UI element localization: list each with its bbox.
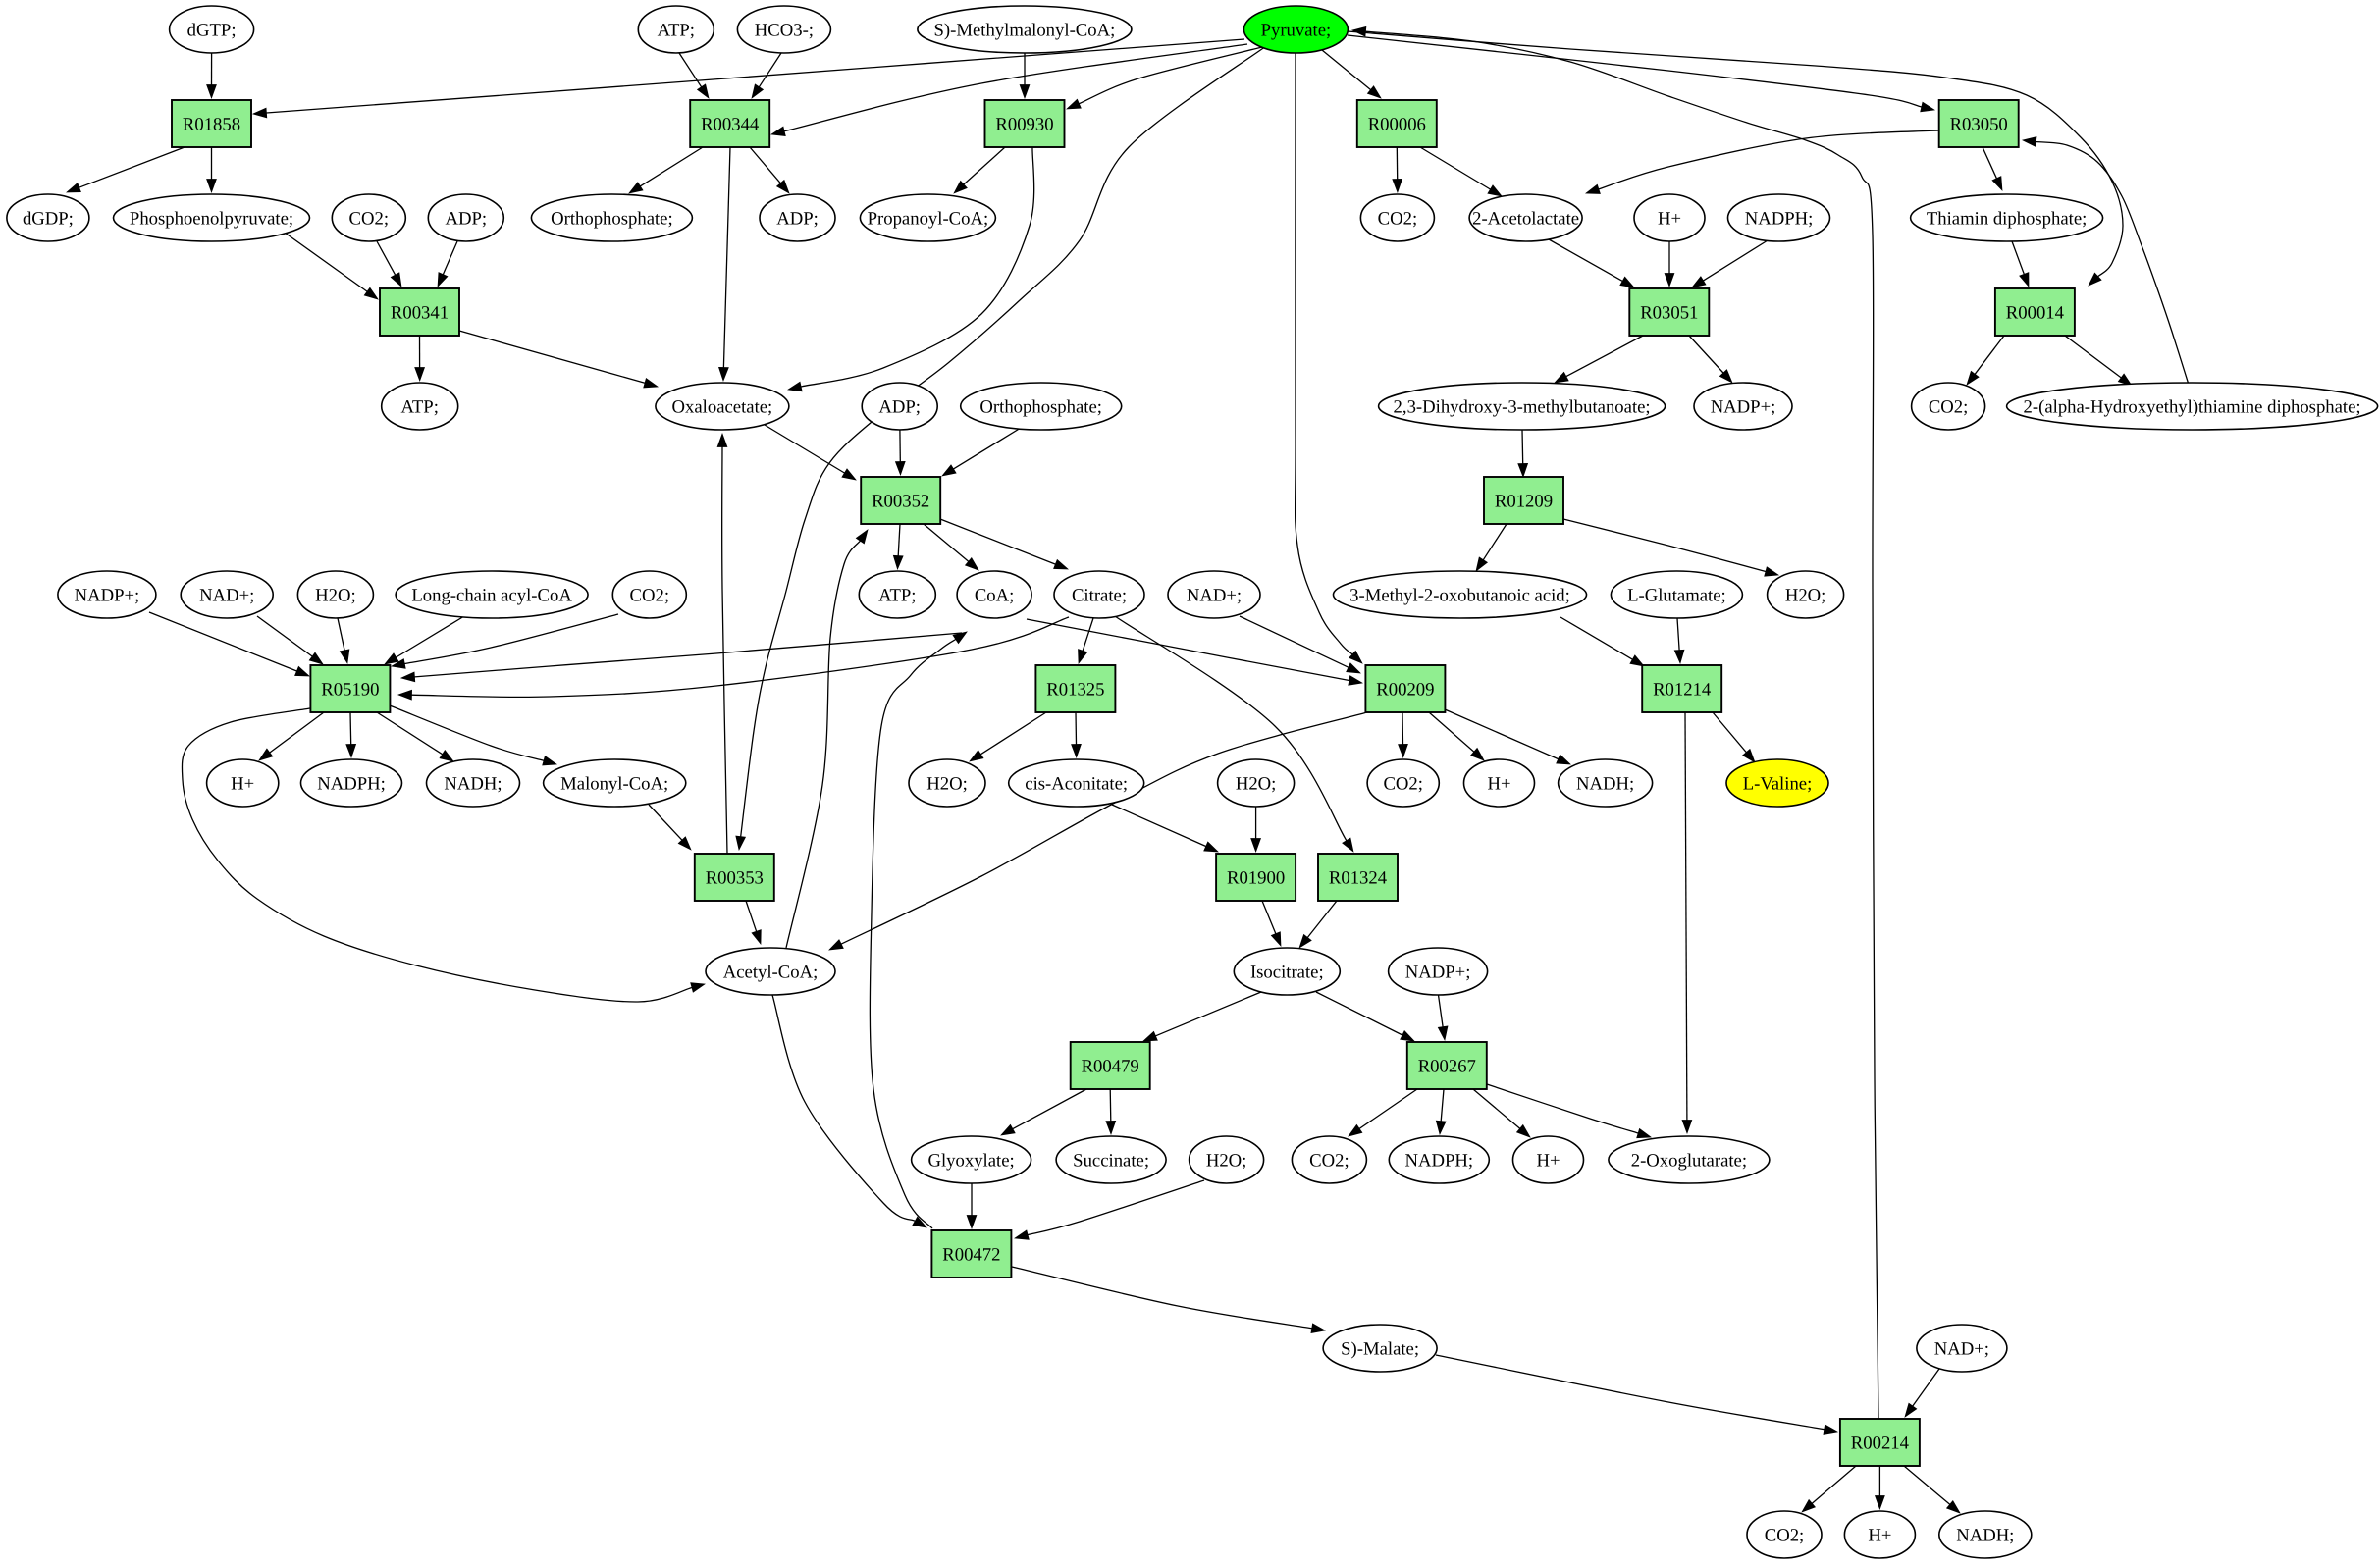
svg-text:ADP;: ADP; <box>776 208 819 229</box>
svg-text:CO2;: CO2; <box>1765 1525 1805 1545</box>
svg-text:2-(alpha-Hydroxyethyl)thiamine: 2-(alpha-Hydroxyethyl)thiamine diphospha… <box>2024 396 2361 417</box>
svg-text:R00930: R00930 <box>995 114 1053 134</box>
svg-text:CO2;: CO2; <box>349 208 390 229</box>
svg-text:H2O;: H2O; <box>1236 773 1277 794</box>
svg-text:Succinate;: Succinate; <box>1073 1150 1149 1171</box>
svg-text:R01209: R01209 <box>1495 491 1553 511</box>
svg-text:NADPH;: NADPH; <box>1745 208 1814 229</box>
svg-text:ATP;: ATP; <box>878 585 916 605</box>
svg-text:NADP+;: NADP+; <box>75 585 140 605</box>
svg-text:S)-Methylmalonyl-CoA;: S)-Methylmalonyl-CoA; <box>934 20 1116 40</box>
svg-text:Phosphoenolpyruvate;: Phosphoenolpyruvate; <box>130 208 293 229</box>
svg-text:NADH;: NADH; <box>1956 1525 2014 1545</box>
svg-text:R01324: R01324 <box>1329 867 1388 888</box>
svg-text:Thiamin diphosphate;: Thiamin diphosphate; <box>1927 208 2088 229</box>
svg-text:2-Oxoglutarate;: 2-Oxoglutarate; <box>1631 1150 1747 1171</box>
svg-text:NADP+;: NADP+; <box>1405 962 1471 982</box>
svg-text:H2O;: H2O; <box>1206 1150 1247 1171</box>
svg-text:Malonyl-CoA;: Malonyl-CoA; <box>560 773 668 794</box>
svg-text:2,3-Dihydroxy-3-methylbutanoat: 2,3-Dihydroxy-3-methylbutanoate; <box>1394 396 1651 417</box>
svg-text:R00352: R00352 <box>872 491 929 511</box>
svg-text:NAD+;: NAD+; <box>1934 1338 1989 1359</box>
svg-text:R01900: R01900 <box>1227 867 1285 888</box>
svg-text:R03051: R03051 <box>1640 302 1698 323</box>
svg-text:H2O;: H2O; <box>1785 585 1826 605</box>
svg-text:H2O;: H2O; <box>315 585 356 605</box>
svg-text:ADP;: ADP; <box>446 208 488 229</box>
svg-text:Acetyl-CoA;: Acetyl-CoA; <box>723 962 819 982</box>
svg-text:Pyruvate;: Pyruvate; <box>1261 20 1332 40</box>
svg-text:dGDP;: dGDP; <box>23 208 74 229</box>
svg-text:dGTP;: dGTP; <box>187 20 237 40</box>
svg-text:CO2;: CO2; <box>1309 1150 1349 1171</box>
svg-text:R00014: R00014 <box>2006 302 2065 323</box>
svg-text:cis-Aconitate;: cis-Aconitate; <box>1025 773 1128 794</box>
svg-text:S)-Malate;: S)-Malate; <box>1341 1338 1419 1359</box>
svg-text:R01858: R01858 <box>183 114 240 134</box>
svg-text:NAD+;: NAD+; <box>199 585 254 605</box>
svg-text:R00214: R00214 <box>1851 1433 1910 1453</box>
svg-text:NADPH;: NADPH; <box>1405 1150 1474 1171</box>
svg-text:Isocitrate;: Isocitrate; <box>1250 962 1324 982</box>
svg-text:NADH;: NADH; <box>444 773 502 794</box>
svg-text:ADP;: ADP; <box>878 396 921 417</box>
svg-text:R01325: R01325 <box>1046 679 1104 700</box>
svg-text:CO2;: CO2; <box>1378 208 1418 229</box>
svg-text:R01214: R01214 <box>1653 679 1712 700</box>
svg-text:R00472: R00472 <box>942 1244 1000 1265</box>
svg-text:R00209: R00209 <box>1376 679 1434 700</box>
svg-text:Orthophosphate;: Orthophosphate; <box>979 396 1102 417</box>
svg-text:3-Methyl-2-oxobutanoic acid;: 3-Methyl-2-oxobutanoic acid; <box>1349 585 1570 605</box>
svg-text:H2O;: H2O; <box>926 773 968 794</box>
svg-text:ATP;: ATP; <box>658 20 695 40</box>
svg-text:Long-chain acyl-CoA: Long-chain acyl-CoA <box>411 585 572 605</box>
svg-text:NADH;: NADH; <box>1576 773 1634 794</box>
svg-text:R00006: R00006 <box>1368 114 1426 134</box>
svg-text:NAD+;: NAD+; <box>1187 585 1242 605</box>
svg-text:H+: H+ <box>1536 1150 1560 1171</box>
svg-text:CO2;: CO2; <box>1383 773 1423 794</box>
svg-text:H+: H+ <box>231 773 254 794</box>
svg-text:ATP;: ATP; <box>400 396 438 417</box>
svg-text:Orthophosphate;: Orthophosphate; <box>551 208 673 229</box>
svg-text:H+: H+ <box>1658 208 1681 229</box>
svg-text:Citrate;: Citrate; <box>1072 585 1127 605</box>
svg-text:H+: H+ <box>1487 773 1510 794</box>
svg-text:R00353: R00353 <box>706 867 764 888</box>
svg-text:NADP+;: NADP+; <box>1711 396 1776 417</box>
svg-text:R00479: R00479 <box>1082 1056 1139 1076</box>
svg-text:R00267: R00267 <box>1418 1056 1476 1076</box>
svg-text:CoA;: CoA; <box>975 585 1015 605</box>
svg-text:L-Glutamate;: L-Glutamate; <box>1627 585 1726 605</box>
svg-text:NADPH;: NADPH; <box>317 773 386 794</box>
svg-text:Oxaloacetate;: Oxaloacetate; <box>672 396 773 417</box>
svg-text:H+: H+ <box>1868 1525 1891 1545</box>
svg-text:2-Acetolactate: 2-Acetolactate <box>1472 208 1579 229</box>
svg-text:R00341: R00341 <box>391 302 449 323</box>
svg-text:R05190: R05190 <box>321 679 379 700</box>
svg-text:R00344: R00344 <box>701 114 760 134</box>
svg-text:CO2;: CO2; <box>630 585 670 605</box>
svg-text:CO2;: CO2; <box>1929 396 1969 417</box>
svg-text:L-Valine;: L-Valine; <box>1743 773 1813 794</box>
svg-text:Propanoyl-CoA;: Propanoyl-CoA; <box>868 208 989 229</box>
svg-text:Glyoxylate;: Glyoxylate; <box>927 1150 1014 1171</box>
svg-text:HCO3-;: HCO3-; <box>755 20 814 40</box>
svg-text:R03050: R03050 <box>1950 114 2008 134</box>
